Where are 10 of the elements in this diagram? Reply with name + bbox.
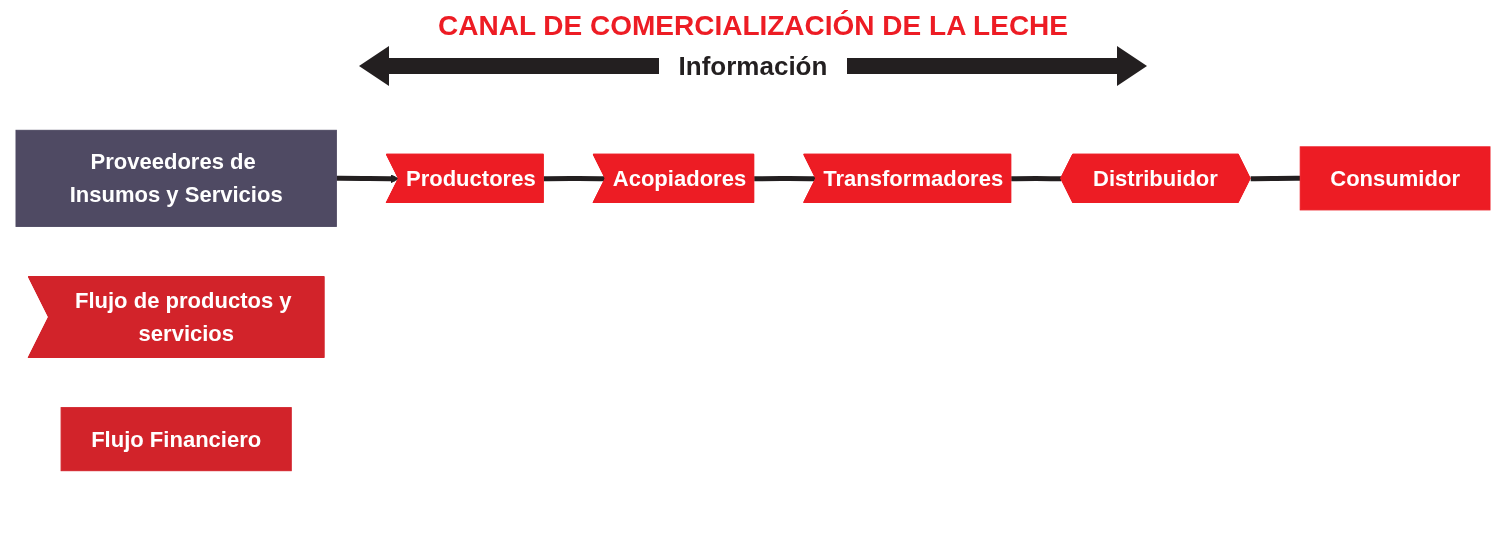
connector: [754, 175, 817, 181]
diagram-title: CANAL DE COMERCIALIZACIÓN DE LA LECHE: [437, 10, 1069, 42]
arrow: [336, 173, 400, 183]
node-box: Proveedores de Insumos y Servicios: [15, 129, 337, 227]
node-box: Consumidor: [1299, 145, 1491, 210]
connector: [1011, 175, 1062, 181]
connector: [1250, 175, 1301, 181]
arrow-label: Información: [678, 50, 828, 82]
node-box: Flujo Financiero: [60, 406, 292, 471]
connector: [543, 175, 606, 181]
